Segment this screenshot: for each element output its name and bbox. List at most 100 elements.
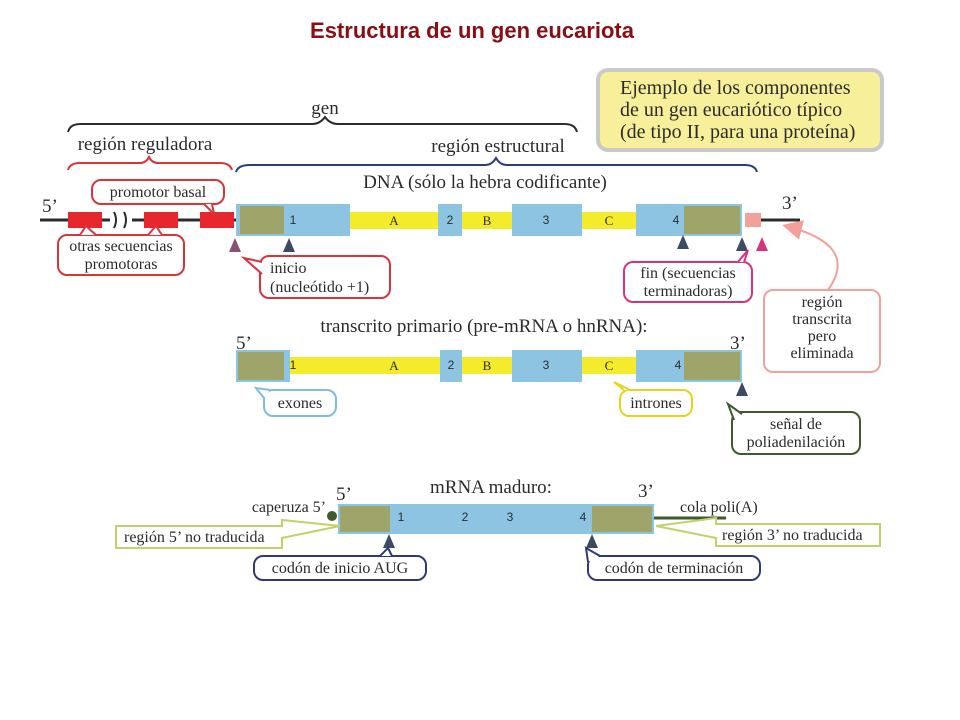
exon-1-label: 1	[290, 358, 297, 372]
exon-1-label: 1	[398, 510, 405, 524]
otras-secuencias-line-1: otras secuencias	[69, 238, 173, 255]
reguladora-brace	[67, 154, 233, 171]
utr-5	[238, 352, 284, 380]
cap-icon	[327, 511, 337, 521]
exon-2-label: 2	[447, 213, 454, 227]
region-estructural-label: región estructural	[431, 136, 564, 157]
poliadenilacion-line-2: poliadenilación	[747, 434, 846, 451]
exon-3	[512, 204, 582, 236]
region-reguladora-label: región reguladora	[78, 134, 213, 155]
fin-line-2: terminadoras)	[644, 283, 733, 300]
mrna-5-prime: 5’	[336, 484, 352, 505]
mrna-strand: 5’ 3’ 1 2 3 4	[327, 481, 726, 548]
triangle-marker-icon	[756, 237, 768, 251]
dna-5-prime: 5’	[42, 196, 58, 217]
transcribed-removed-segment	[745, 213, 761, 227]
exon-2-label: 2	[462, 510, 469, 524]
exon-4-label: 4	[580, 510, 587, 524]
estructural-brace	[235, 155, 758, 173]
info-box-line-3: (de tipo II, para una proteína)	[620, 121, 855, 143]
region-eliminada-line-2: transcrita	[792, 311, 852, 328]
exon-2-label: 2	[448, 358, 455, 372]
dna-strand: 5’ 3’ 1 2 3 4 A B C	[40, 193, 800, 252]
utr3-callout: región 3’ no traducida	[655, 516, 881, 547]
intron-a-label: A	[389, 358, 399, 373]
triangle-marker-icon	[283, 238, 295, 252]
inicio-line-1: inicio	[270, 260, 306, 277]
intron-b-label: B	[483, 358, 492, 373]
otras-secuencias-line-2: promotoras	[85, 256, 158, 273]
intrones-callout: intrones	[613, 381, 693, 417]
cola-label: cola poli(A)	[680, 499, 758, 516]
inicio-callout: inicio (nucleótido +1)	[240, 255, 391, 299]
codon-terminacion-label: codón de terminación	[605, 560, 744, 577]
exon-1-label: 1	[290, 213, 297, 227]
exon-3-label: 3	[543, 213, 550, 227]
caperuza-label: caperuza 5’	[252, 499, 326, 516]
region-braces: gen región reguladora región estructural	[67, 98, 758, 173]
intron-a-label: A	[389, 213, 399, 228]
pre-mrna-5-prime: 5’	[236, 333, 252, 354]
exon-4-label: 4	[673, 213, 680, 227]
exon-3	[512, 350, 582, 382]
utr3-label: región 3’ no traducida	[722, 527, 863, 544]
dna-3-prime: 3’	[782, 193, 798, 214]
page-title: Estructura de un gen eucariota	[310, 18, 635, 43]
exones-label: exones	[278, 395, 322, 412]
intron-c-label: C	[605, 358, 614, 373]
exon-3-label: 3	[507, 510, 514, 524]
promotor-basal-label: promotor basal	[110, 184, 207, 201]
otras-secuencias-callout: otras secuencias promotoras	[57, 224, 185, 276]
triangle-marker-icon	[383, 534, 395, 548]
triangle-marker-icon	[736, 382, 748, 396]
dna-heading: DNA (sólo la hebra codificante)	[363, 172, 607, 193]
utr5-callout: región 5’ no traducida	[115, 518, 341, 549]
gen-brace	[67, 115, 578, 133]
triangle-marker-icon	[229, 238, 241, 252]
intron-c	[582, 357, 636, 374]
info-box-line-2: de un gen eucariótico típico	[620, 99, 842, 121]
info-box-line-1: Ejemplo de los componentes	[620, 77, 851, 99]
region-eliminada-line-3: pero	[808, 328, 836, 345]
pre-mrna-strand: 5’ 3’ 1 2 3 4 A B C	[236, 333, 748, 396]
region-eliminada-line-4: eliminada	[790, 345, 853, 362]
region-eliminada-line-1: región	[802, 294, 843, 311]
fin-callout: fin (secuencias terminadoras)	[623, 249, 753, 303]
intron-b	[462, 357, 512, 374]
codon-terminacion-callout: codón de terminación	[584, 546, 761, 581]
intron-a	[350, 212, 438, 229]
mrna-heading: mRNA maduro:	[430, 477, 552, 498]
poliadenilacion-callout: señal de poliadenilación	[725, 401, 861, 455]
exon-2	[440, 350, 462, 382]
mrna-3-prime: 3’	[638, 481, 654, 502]
utr-3	[592, 506, 652, 532]
utr-5	[340, 506, 390, 532]
codon-inicio-callout: codón de inicio AUG	[253, 546, 427, 581]
promotor-basal-callout: promotor basal	[91, 179, 225, 218]
intron-b	[462, 212, 512, 229]
intron-a	[290, 357, 440, 374]
promotor-basal-segment	[200, 212, 234, 228]
poliadenilacion-line-1: señal de	[770, 416, 822, 433]
exon-2	[438, 204, 462, 236]
inicio-line-2: (nucleótido +1)	[270, 279, 369, 296]
exones-callout: exones	[253, 386, 337, 417]
pre-mrna-3-prime: 3’	[730, 333, 746, 354]
codon-inicio-label: codón de inicio AUG	[272, 560, 409, 577]
intrones-label: intrones	[630, 395, 682, 412]
triangle-marker-icon	[736, 237, 748, 251]
intron-b-label: B	[483, 213, 492, 228]
info-box: Ejemplo de los componentes de un gen euc…	[596, 68, 884, 152]
break-mark-icon	[113, 211, 127, 229]
promoter-segment-1	[68, 212, 102, 228]
utr5-label: región 5’ no traducida	[124, 529, 265, 546]
utr-5	[240, 206, 284, 234]
triangle-marker-icon	[586, 534, 598, 548]
fin-line-1: fin (secuencias	[640, 265, 736, 282]
promoter-segment-2	[144, 212, 178, 228]
intron-c	[582, 212, 636, 229]
exon-3-label: 3	[543, 358, 550, 372]
region-eliminada-callout: región transcrita pero eliminada	[763, 220, 881, 373]
gen-label: gen	[311, 98, 339, 119]
